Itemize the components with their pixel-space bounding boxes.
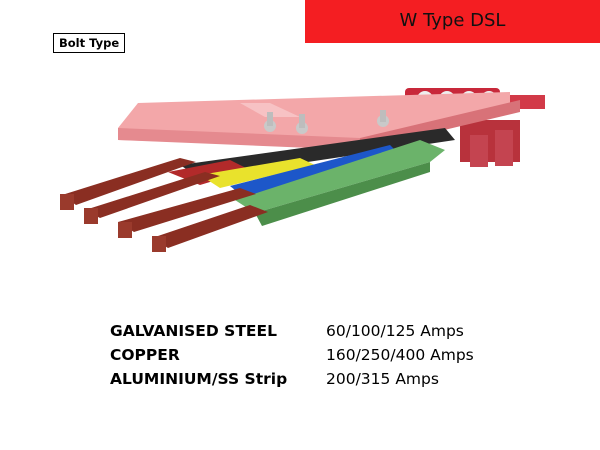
rating-row: COPPER 160/250/400 Amps: [110, 340, 474, 364]
copper-rails: [60, 158, 268, 252]
pink-cover: [118, 92, 520, 150]
insulator-strips: [168, 140, 445, 226]
bolt-type-tag: Bolt Type: [53, 33, 126, 53]
rating-row: ALUMINIUM/SS Strip 200/315 Amps: [110, 364, 474, 388]
rating-table: GALVANISED STEEL 60/100/125 Amps COPPER …: [110, 316, 474, 388]
page-title: W Type DSL: [399, 10, 506, 31]
bolts: [264, 110, 389, 134]
material-label: GALVANISED STEEL: [110, 322, 277, 340]
amp-rating: 160/250/400 Amps: [326, 346, 474, 364]
amp-rating: 60/100/125 Amps: [326, 322, 464, 340]
material-label: COPPER: [110, 346, 180, 364]
material-label: ALUMINIUM/SS Strip: [110, 370, 288, 388]
rating-row: GALVANISED STEEL 60/100/125 Amps: [110, 316, 474, 340]
title-banner: W Type DSL: [305, 0, 600, 43]
amp-rating: 200/315 Amps: [326, 370, 439, 388]
